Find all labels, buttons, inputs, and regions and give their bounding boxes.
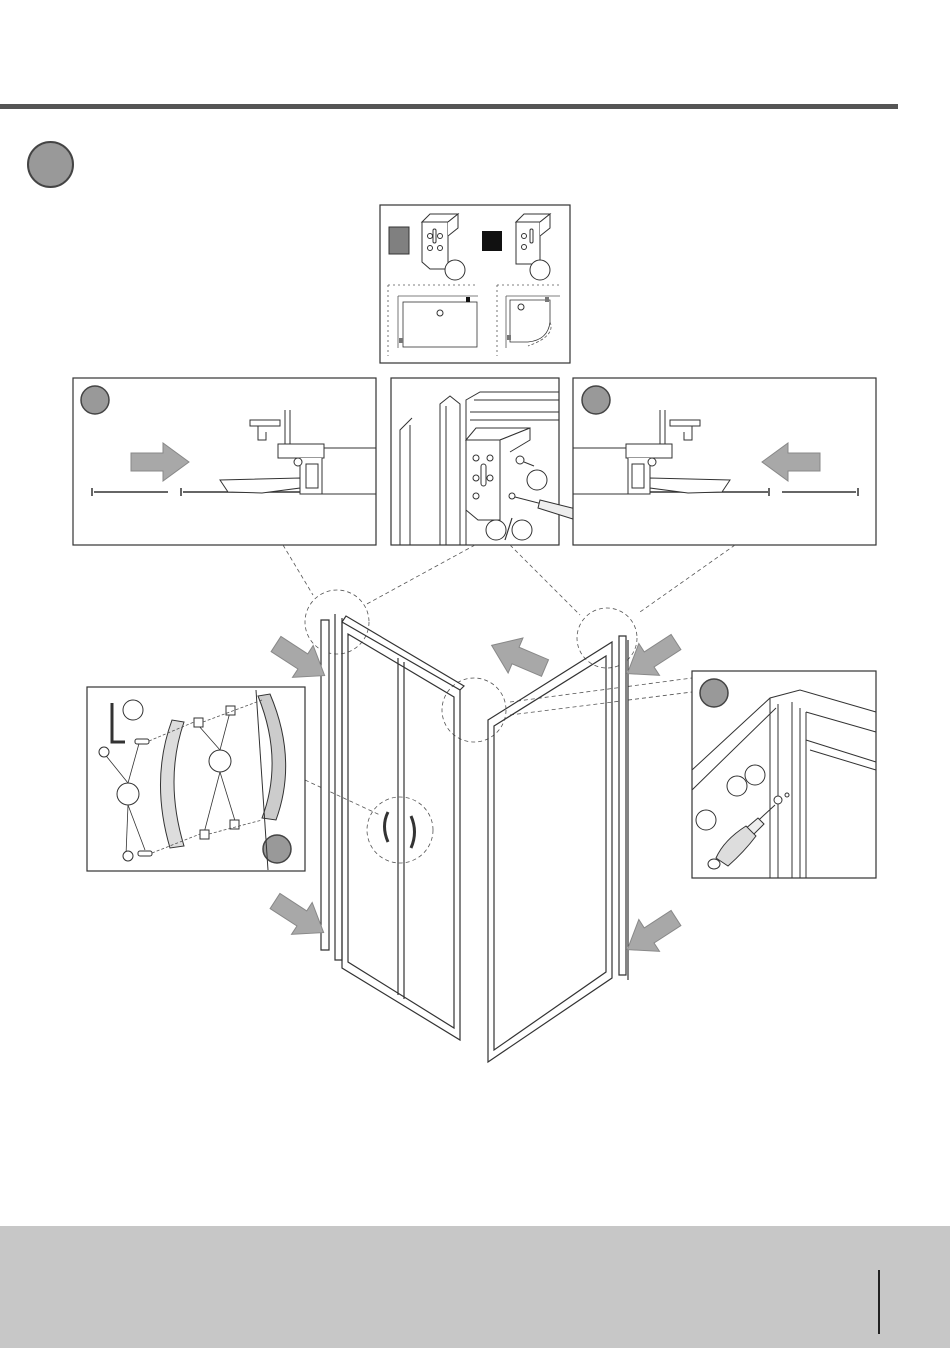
callout-circle [745,765,765,785]
callout-circle [445,260,465,280]
step-badge [81,386,109,414]
step-badge [582,386,610,414]
callout-circle [727,776,747,796]
step-badge [700,679,728,707]
callout-circle [486,520,506,540]
callout-circle [527,470,547,490]
left-profile-insert-detail [73,378,376,545]
callout-circle [530,260,550,280]
callout-circle [696,810,716,830]
callout-circle [305,590,637,863]
corner-screw-detail [692,671,876,878]
direction-arrow [484,628,552,686]
handle-assembly-detail [87,687,305,871]
right-profile-insert-detail [573,378,876,545]
callout-circle [209,750,231,772]
footer-separator [878,1270,880,1334]
profile-variant-legend [380,205,570,363]
shower-enclosure [321,614,628,1062]
callout-circle [123,700,143,720]
callout-circle [117,783,139,805]
black-swatch [482,231,502,251]
footer-bar [0,1226,950,1348]
callout-circle [512,520,532,540]
grey-swatch [389,227,409,254]
